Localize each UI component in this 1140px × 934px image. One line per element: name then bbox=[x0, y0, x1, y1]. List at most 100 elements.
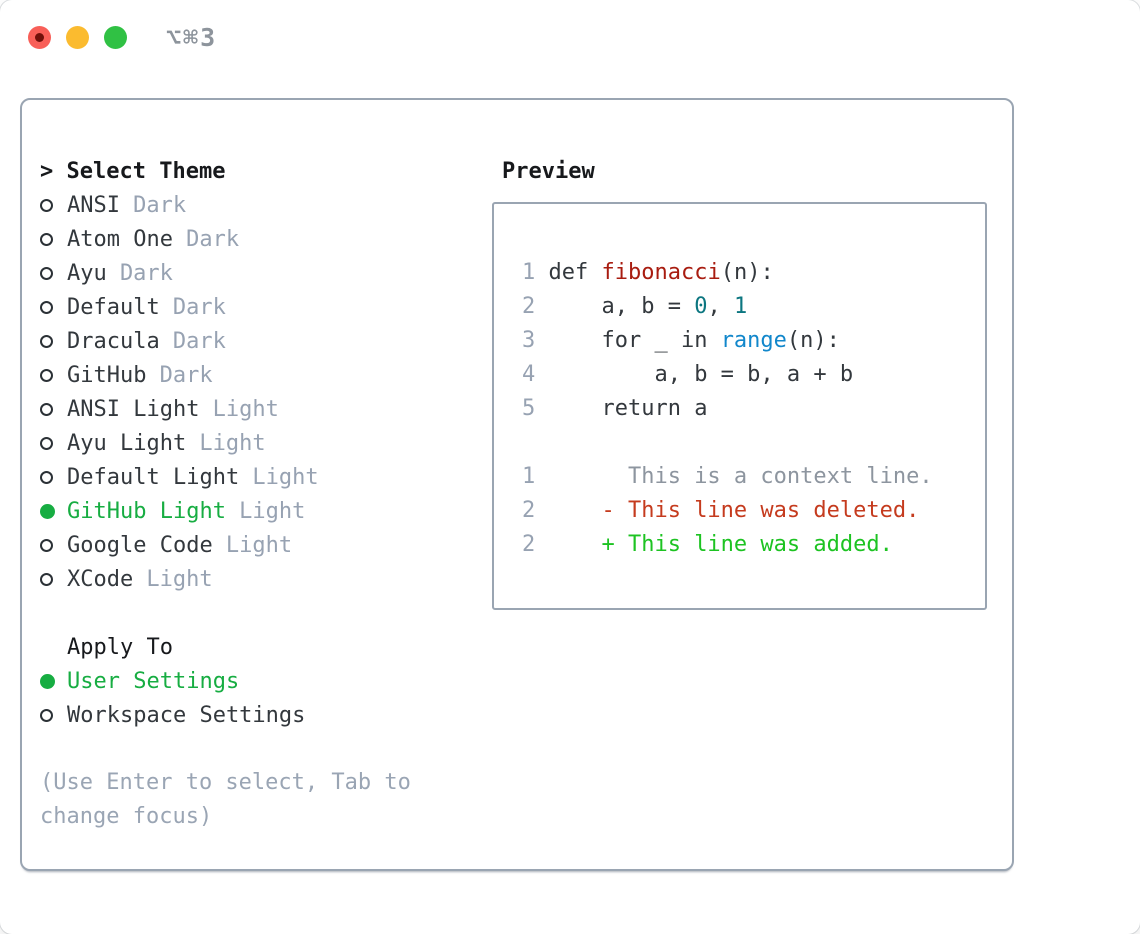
prompt-chevron-icon: > bbox=[40, 158, 67, 184]
option-variant-label: Dark bbox=[186, 226, 240, 252]
option-label: Default bbox=[67, 294, 160, 320]
option-variant-label: Dark bbox=[119, 260, 173, 286]
theme-option-ayu[interactable]: Ayu Dark bbox=[40, 256, 460, 290]
apply-option-user-settings[interactable]: User Settings bbox=[40, 664, 460, 698]
radio-icon bbox=[40, 266, 67, 280]
circle-outline-icon bbox=[40, 300, 53, 314]
line-number: 4 bbox=[522, 362, 536, 387]
code-token: + This line was added. bbox=[535, 532, 893, 557]
option-label: Ayu bbox=[67, 260, 107, 286]
code-token: a, b = b, a + b bbox=[535, 362, 854, 387]
theme-option-ansi[interactable]: ANSI Dark bbox=[40, 188, 460, 222]
code-token: This is a context line. bbox=[535, 464, 933, 489]
preview-title-label: Preview bbox=[502, 158, 595, 184]
code-token: - This line was deleted. bbox=[535, 498, 920, 523]
spacer bbox=[40, 596, 460, 630]
option-variant-label: Dark bbox=[133, 192, 187, 218]
code-token: fibonacci bbox=[601, 260, 721, 285]
circle-outline-icon bbox=[40, 198, 53, 212]
circle-outline-icon bbox=[40, 266, 53, 280]
radio-selected-icon bbox=[40, 673, 67, 689]
close-modified-dot-icon bbox=[35, 32, 44, 42]
circle-outline-icon bbox=[40, 334, 53, 348]
code-line: 2 a, b = 0, 1 bbox=[522, 290, 977, 324]
code-token: return a bbox=[535, 396, 708, 421]
theme-option-dracula[interactable]: Dracula Dark bbox=[40, 324, 460, 358]
option-label: GitHub bbox=[67, 362, 147, 388]
option-variant-label: Light bbox=[252, 464, 319, 490]
theme-option-default-light[interactable]: Default Light Light bbox=[40, 460, 460, 494]
option-label: Default Light bbox=[67, 464, 240, 490]
circle-outline-icon bbox=[40, 538, 53, 552]
option-variant-label: Light bbox=[239, 498, 306, 524]
code-token: a, b = bbox=[535, 294, 695, 319]
circle-outline-icon bbox=[40, 572, 53, 586]
code-token: (n): bbox=[786, 328, 840, 353]
option-variant-label: Dark bbox=[159, 362, 213, 388]
filled-circle-icon bbox=[40, 673, 55, 689]
code-token: 0 bbox=[694, 294, 708, 319]
line-number: 2 bbox=[522, 294, 536, 319]
option-label: User Settings bbox=[67, 668, 240, 694]
preview-header: Preview bbox=[502, 154, 595, 188]
option-label: Atom One bbox=[67, 226, 173, 252]
radio-icon bbox=[40, 470, 67, 484]
option-label: Google Code bbox=[67, 532, 213, 558]
select-theme-header: > Select Theme bbox=[40, 154, 460, 188]
radio-icon bbox=[40, 436, 67, 450]
line-number: 5 bbox=[522, 396, 536, 421]
radio-icon bbox=[40, 232, 67, 246]
option-variant-label: Light bbox=[225, 532, 293, 558]
window-title: ⌥⌘3 bbox=[166, 22, 218, 52]
option-label: ANSI Light bbox=[67, 396, 200, 422]
apply-option-workspace-settings[interactable]: Workspace Settings bbox=[40, 698, 460, 732]
filled-circle-icon bbox=[40, 503, 55, 519]
code-line: 1 def fibonacci(n): bbox=[522, 256, 977, 290]
circle-outline-icon bbox=[40, 402, 53, 416]
code-line: 2 + This line was added. bbox=[522, 528, 977, 562]
select-theme-title: Select Theme bbox=[66, 158, 226, 184]
circle-outline-icon bbox=[40, 232, 53, 246]
option-label: Ayu Light bbox=[67, 430, 187, 456]
close-button[interactable] bbox=[28, 25, 51, 49]
theme-option-default[interactable]: Default Dark bbox=[40, 290, 460, 324]
radio-icon bbox=[40, 402, 67, 416]
option-label: Dracula bbox=[67, 328, 160, 354]
option-variant-label: Light bbox=[212, 396, 279, 422]
circle-outline-icon bbox=[40, 470, 53, 484]
line-number: 2 bbox=[522, 498, 536, 523]
code-token: (n): bbox=[720, 260, 774, 285]
code-line: 1 This is a context line. bbox=[522, 460, 977, 494]
line-number: 2 bbox=[522, 532, 536, 557]
minimize-button[interactable] bbox=[66, 25, 89, 49]
code-token: def bbox=[535, 260, 602, 285]
theme-option-google-code[interactable]: Google Code Light bbox=[40, 528, 460, 562]
code-line: 5 return a bbox=[522, 392, 977, 426]
option-variant-label: Dark bbox=[172, 294, 226, 320]
theme-option-ansi-light[interactable]: ANSI Light Light bbox=[40, 392, 460, 426]
zoom-button[interactable] bbox=[104, 25, 127, 49]
help-text: (Use Enter to select, Tab to change focu… bbox=[40, 770, 411, 829]
theme-option-github[interactable]: GitHub Dark bbox=[40, 358, 460, 392]
radio-icon bbox=[40, 334, 67, 348]
theme-option-atom-one[interactable]: Atom One Dark bbox=[40, 222, 460, 256]
line-number: 1 bbox=[522, 464, 536, 489]
code-line: 2 - This line was deleted. bbox=[522, 494, 977, 528]
option-variant-label: Dark bbox=[172, 328, 226, 354]
apply-to-title: Apply To bbox=[67, 634, 173, 660]
radio-icon bbox=[40, 198, 67, 212]
option-variant-label: Light bbox=[146, 566, 213, 592]
radio-icon bbox=[40, 538, 67, 552]
code-line: 4 a, b = b, a + b bbox=[522, 358, 977, 392]
radio-icon bbox=[40, 300, 67, 314]
option-label: ANSI bbox=[67, 192, 120, 218]
line-number: 3 bbox=[522, 328, 536, 353]
